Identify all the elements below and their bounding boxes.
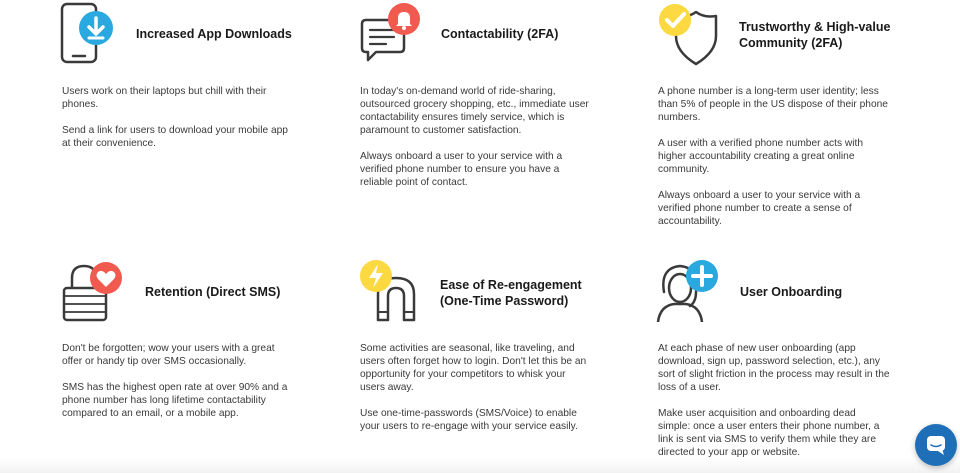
feature-title: Contactability (2FA)	[441, 27, 559, 41]
feature-description: Users work on their laptops but chill wi…	[62, 85, 294, 163]
feature-paragraph: Send a link for users to download your m…	[62, 125, 288, 149]
page-bottom-shade	[0, 458, 960, 473]
shield-check-icon	[656, 2, 720, 66]
feature-paragraph: Users work on their laptops but chill wi…	[62, 86, 267, 110]
feature-description: Some activities are seasonal, like trave…	[360, 342, 592, 446]
feature-title: User Onboarding	[740, 285, 843, 299]
feature-description: Don't be forgotten; wow your users with …	[62, 342, 294, 433]
lock-heart-icon	[60, 258, 124, 322]
chat-bubble-icon	[927, 436, 945, 455]
feature-title-line: (One-Time Password)	[440, 294, 569, 308]
feature-title: Retention (Direct SMS)	[145, 285, 281, 299]
feature-paragraph: Don't be forgotten; wow your users with …	[62, 343, 275, 367]
feature-title: Increased App Downloads	[136, 27, 292, 41]
feature-title-line: Ease of Re-engagement	[440, 278, 582, 292]
feature-title: Trustworthy & High-value Community (2FA)	[739, 19, 909, 51]
feature-title: Ease of Re-engagement (One-Time Password…	[440, 277, 610, 309]
feature-description: In today's on-demand world of ride-shari…	[360, 85, 592, 202]
magnet-lightning-icon	[358, 258, 422, 322]
feature-paragraph: Make user acquisition and onboarding dea…	[658, 408, 880, 458]
chat-widget-button[interactable]	[915, 424, 957, 466]
feature-paragraph: Some activities are seasonal, like trave…	[360, 343, 587, 393]
feature-description: At each phase of new user onboarding (ap…	[658, 342, 890, 472]
feature-paragraph: In today's on-demand world of ride-shari…	[360, 86, 589, 136]
feature-paragraph: A user with a verified phone number acts…	[658, 138, 863, 175]
feature-title-line: Trustworthy & High-value	[739, 20, 891, 34]
feature-paragraph: Always onboard a user to your service wi…	[360, 151, 563, 188]
feature-description: A phone number is a long-term user ident…	[658, 85, 890, 241]
feature-title-line: Community (2FA)	[739, 36, 843, 50]
feature-paragraph: Always onboard a user to your service wi…	[658, 190, 861, 227]
chat-bell-icon	[358, 2, 422, 66]
user-plus-icon	[656, 258, 720, 322]
feature-paragraph: SMS has the highest open rate at over 90…	[62, 382, 288, 419]
phone-download-icon	[58, 2, 122, 66]
feature-paragraph: At each phase of new user onboarding (ap…	[658, 343, 890, 393]
feature-paragraph: A phone number is a long-term user ident…	[658, 86, 888, 123]
feature-paragraph: Use one-time-passwords (SMS/Voice) to en…	[360, 408, 578, 432]
